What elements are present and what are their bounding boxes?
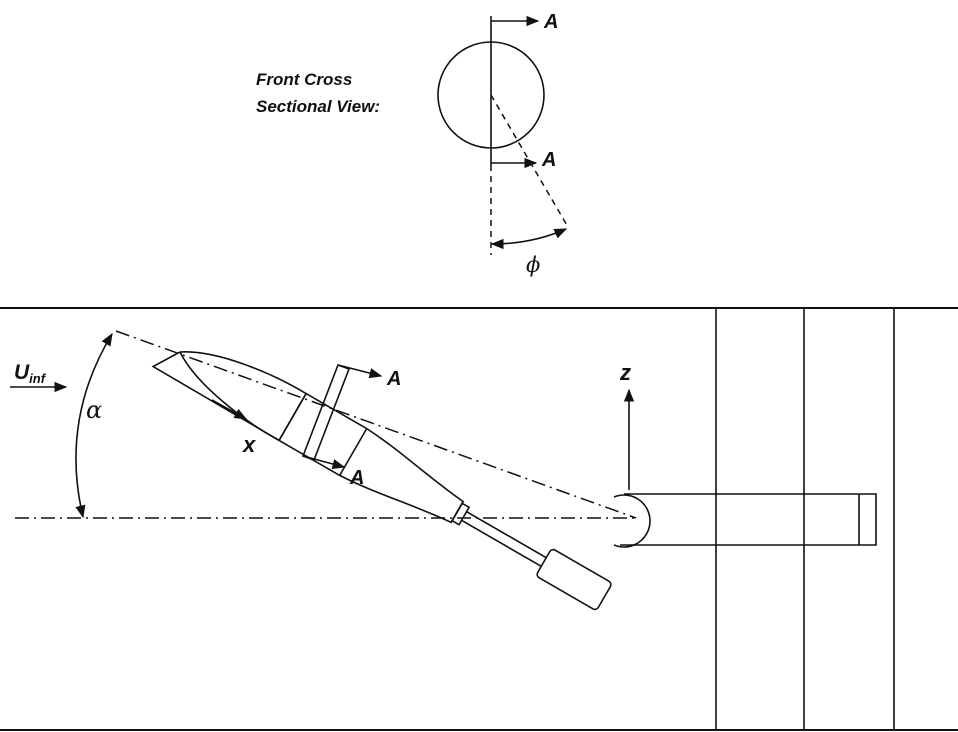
section-arrow-lower xyxy=(302,455,346,469)
model-nose xyxy=(179,351,308,442)
alpha-label: α xyxy=(86,396,102,424)
freestream-label: Uinf xyxy=(14,361,47,386)
phi-angle-arc xyxy=(490,228,568,250)
alpha-angle-arc xyxy=(75,332,113,519)
front-cross-label-line2: Sectional View: xyxy=(256,97,380,116)
phi-label: ϕ xyxy=(526,253,540,277)
x-axis-label: x xyxy=(242,432,256,457)
x-axis-arrow xyxy=(211,399,248,420)
sting-holder xyxy=(536,548,612,611)
freestream-label-main: U xyxy=(14,361,30,384)
model-joint-1 xyxy=(278,393,307,441)
pivot-knuckle xyxy=(613,494,651,548)
side-view: α Uinf A A x xyxy=(0,307,958,731)
model-nose-face xyxy=(151,351,280,442)
freestream-label-sub: inf xyxy=(29,371,47,386)
model-collar xyxy=(451,502,471,526)
model-body xyxy=(151,351,612,611)
model-axis-line xyxy=(115,330,637,519)
support-arm xyxy=(620,493,877,546)
section-arrow-upper xyxy=(337,364,383,379)
front-cross-section-view: Front Cross Sectional View: A A ϕ xyxy=(256,11,569,277)
section-mark-lower: A xyxy=(349,467,364,489)
front-cross-label-line1: Front Cross xyxy=(256,70,352,89)
roll-angle-line xyxy=(490,94,569,228)
z-axis-label: z xyxy=(619,360,631,385)
sting xyxy=(461,510,547,568)
section-mark-upper: A xyxy=(386,368,401,390)
section-mark-bottom: A xyxy=(541,149,556,171)
section-mark-top: A xyxy=(543,11,558,33)
